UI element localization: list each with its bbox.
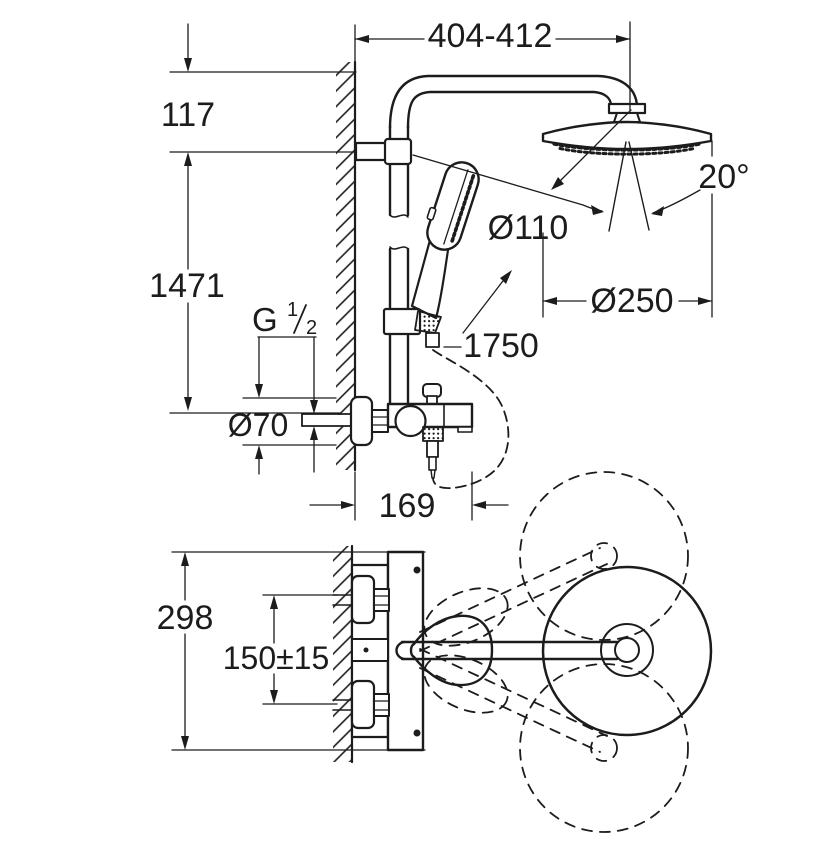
supply-pipes-plan: [332, 594, 353, 711]
pipe-break-mark: [389, 246, 409, 250]
plan-union-nut-top: [373, 588, 390, 612]
screw-hole: [413, 729, 421, 737]
arrowhead: [355, 35, 369, 43]
arrowhead: [543, 297, 557, 305]
plan-escutcheon-bottom: [350, 679, 376, 730]
arrowhead: [255, 445, 263, 459]
plan-shower-arm: [395, 565, 713, 737]
arrowhead: [181, 552, 189, 566]
mixer-assembly: [301, 383, 474, 479]
handle-position-up: [423, 587, 509, 647]
dim-label-connection-spacing: 150±15: [223, 640, 330, 676]
arrowhead: [472, 501, 486, 509]
arrowhead: [270, 595, 278, 609]
side-elevation-view: 404-412 117 1471 Ø110 20° Ø250 1750 169 …: [149, 17, 750, 525]
thread-prefix: G: [252, 301, 278, 338]
arrowhead: [616, 35, 630, 43]
head-position-up: [519, 471, 689, 641]
dimensions-plan-view: [171, 551, 426, 751]
head-position-down: [519, 663, 689, 833]
wall-hatch-plan: [333, 544, 354, 764]
dim-label-hose-length: 1750: [463, 327, 539, 365]
handle-position-down: [423, 654, 509, 714]
thread-numerator: 1: [287, 299, 298, 321]
plan-connections: [350, 574, 390, 730]
spray-nozzle-band: [558, 147, 696, 156]
screw-hole: [413, 566, 421, 574]
hand-shower-handle: [410, 238, 450, 320]
arrowhead: [698, 297, 712, 305]
s-union-nut: [371, 409, 389, 433]
dim-label-thread-size: G 1 2: [252, 299, 317, 339]
dimensions-side-view: [169, 21, 713, 521]
arrowhead: [651, 206, 664, 216]
arrowhead: [184, 152, 192, 166]
plan-neck-inner: [614, 637, 640, 663]
diverter-knob: [422, 383, 442, 398]
plan-shower-head: [541, 565, 713, 737]
arrowhead: [591, 205, 604, 215]
plan-union-nut-bottom: [373, 693, 390, 717]
lower-nipple: [426, 440, 439, 458]
arrowhead: [341, 501, 355, 509]
arrowhead: [551, 177, 564, 190]
hand-shower: [426, 161, 480, 251]
wall-escutcheon: [349, 395, 374, 447]
arrowhead: [310, 400, 318, 414]
mode-button: [426, 206, 437, 221]
plan-view: 298 150±15: [157, 471, 713, 833]
dim-label-top-offset: 117: [161, 96, 215, 134]
thread-fraction-slash: [293, 304, 307, 334]
supply-pipe-stub: [302, 415, 352, 426]
plan-swivel-range: [419, 471, 689, 833]
plan-mixer-body: [386, 550, 425, 752]
dim-label-spray-angle: 20°: [698, 158, 749, 196]
arrowhead: [184, 397, 192, 411]
riser-pipe: [388, 74, 639, 407]
shower-hose: [432, 349, 510, 489]
thread-denominator: 2: [306, 317, 317, 339]
arrowhead: [255, 384, 263, 398]
shower-arm: [388, 74, 639, 130]
head-collar: [607, 102, 647, 115]
hose-coupling-nut: [422, 426, 444, 442]
face-contour: [443, 169, 469, 245]
pipe-break-mark: [389, 214, 409, 218]
arrowhead: [181, 736, 189, 750]
plan-neck-outer: [600, 623, 654, 677]
slider-holder: [382, 307, 442, 348]
hand-shower-nozzles: [449, 174, 476, 245]
plan-hand-shower: [409, 614, 494, 687]
spray-nozzle-band: [552, 142, 702, 152]
dim-label-projection: 169: [379, 487, 436, 525]
dim-label-escutcheon-diameter: Ø70: [228, 407, 288, 443]
spray-cone: [608, 141, 650, 232]
overhead-shower-head: [541, 102, 713, 156]
arrowhead: [270, 690, 278, 704]
dim-label-hand-shower-diameter: Ø110: [488, 209, 569, 247]
dim-label-head-diameter: Ø250: [590, 282, 673, 320]
spout-aerator: [457, 426, 473, 433]
dim-label-riser-height: 1471: [149, 267, 225, 305]
wall-bracket: [354, 137, 413, 166]
arrowhead: [184, 58, 192, 72]
hose-outlet-nipple: [425, 332, 440, 348]
arrowhead: [500, 270, 512, 284]
mixer-knob: [394, 404, 427, 438]
dim-label-arm-reach: 404-412: [428, 17, 553, 55]
plan-escutcheon-top: [350, 574, 376, 625]
dim-label-overall-width: 298: [157, 599, 214, 637]
plan-center-outlet: [351, 638, 389, 662]
arrowhead: [310, 426, 318, 440]
